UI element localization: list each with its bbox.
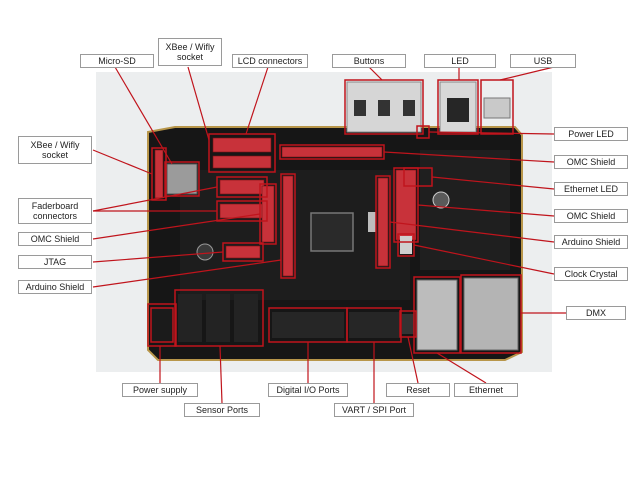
hl-usb — [480, 79, 514, 135]
lcd-header-top — [212, 137, 272, 153]
mcu-chip — [310, 212, 354, 252]
clock-crystal-part — [400, 236, 412, 254]
button-right — [403, 100, 415, 116]
headers — [154, 137, 417, 277]
reset-button — [402, 314, 414, 334]
label-reset: Reset — [386, 383, 450, 397]
top-parts — [346, 81, 511, 133]
label-arduino-shield-left: Arduino Shield — [18, 280, 92, 294]
sensor-port-1 — [178, 294, 202, 342]
leader-ethernet — [436, 352, 487, 384]
usb-port — [483, 97, 511, 119]
fader-header-1 — [219, 179, 265, 195]
label-xbee-wifly-top: XBee / Wifly socket — [158, 38, 222, 66]
label-usb: USB — [510, 54, 576, 68]
label-micro-sd: Micro-SD — [80, 54, 154, 68]
leader-power-led — [428, 131, 555, 135]
bottom-ports — [150, 277, 519, 351]
label-omc-shield-right-2: OMC Shield — [554, 209, 628, 223]
ethernet-jack — [416, 279, 458, 351]
label-dmx: DMX — [566, 306, 626, 320]
label-buttons: Buttons — [332, 54, 406, 68]
omc-header-top — [281, 146, 383, 158]
leader-omc-right-2 — [417, 204, 555, 217]
sensor-port-3 — [234, 294, 258, 342]
jtag-header — [225, 245, 261, 259]
label-power-supply: Power supply — [122, 383, 198, 397]
lcd-header-bottom — [212, 155, 272, 169]
led-block — [439, 81, 477, 133]
hl-microsd — [164, 161, 200, 197]
microsd-slot — [166, 163, 198, 195]
fader-header-2 — [219, 203, 265, 219]
label-vart-spi-port: VART / SPI Port — [334, 403, 414, 417]
vart-spi-header — [349, 312, 399, 338]
crystal — [368, 212, 376, 232]
capacitor — [432, 191, 450, 209]
leader-arduino-right — [389, 221, 555, 243]
leader-lines — [92, 66, 566, 404]
leader-fader-1 — [92, 186, 218, 212]
jtag-coin — [196, 243, 214, 261]
board-trace-area-2 — [420, 150, 510, 270]
label-clock-crystal: Clock Crystal — [554, 267, 628, 281]
leader-clock — [413, 244, 555, 275]
label-xbee-wifly-left: XBee / Wifly socket — [18, 136, 92, 164]
label-led: LED — [424, 54, 496, 68]
dmx-jack — [463, 277, 519, 351]
arduino-header-left — [282, 175, 294, 277]
leader-reset — [407, 336, 419, 384]
components — [166, 163, 450, 261]
leader-jtag — [92, 251, 224, 263]
led-body — [447, 98, 469, 122]
leader-xbee-left — [92, 149, 153, 175]
button-left — [354, 100, 366, 116]
omc-header-left — [261, 185, 275, 243]
leader-eth-led — [431, 176, 555, 190]
leader-omc-left — [92, 213, 261, 240]
label-ethernet-led: Ethernet LED — [554, 182, 628, 196]
label-sensor-ports: Sensor Ports — [184, 403, 260, 417]
hl-buttons — [344, 79, 424, 135]
leader-omc-right-1 — [383, 151, 555, 163]
hl-arduino-left — [280, 173, 296, 279]
label-omc-shield-right-1: OMC Shield — [554, 155, 628, 169]
button-mid — [378, 100, 390, 116]
arduino-header-right — [377, 177, 389, 267]
xbee-strip — [154, 149, 164, 199]
label-arduino-shield-right: Arduino Shield — [554, 235, 628, 249]
label-power-led: Power LED — [554, 127, 628, 141]
digital-io-header — [272, 312, 344, 338]
leader-lcd — [245, 66, 269, 135]
hl-lcd — [208, 133, 276, 173]
sensor-port-2 — [206, 294, 230, 342]
leader-micro-sd — [114, 66, 173, 165]
leader-xbee-top — [187, 66, 210, 141]
leader-arduino-left — [92, 259, 282, 288]
hl-power-supply — [147, 303, 177, 347]
label-omc-shield-left: OMC Shield — [18, 232, 92, 246]
leader-usb — [499, 66, 555, 81]
label-ethernet: Ethernet — [454, 383, 518, 397]
leader-sensor — [219, 345, 223, 404]
leader-buttons — [368, 66, 383, 81]
omc-header-right — [395, 169, 417, 241]
label-jtag: JTAG — [18, 255, 92, 269]
label-faderboard: Faderboard connectors — [18, 198, 92, 224]
hl-dmx — [460, 274, 522, 354]
hl-led — [437, 79, 479, 135]
label-lcd-connectors: LCD connectors — [232, 54, 308, 68]
label-digital-io-ports: Digital I/O Ports — [268, 383, 348, 397]
power-jack — [150, 307, 174, 343]
hl-sensor — [174, 289, 264, 347]
